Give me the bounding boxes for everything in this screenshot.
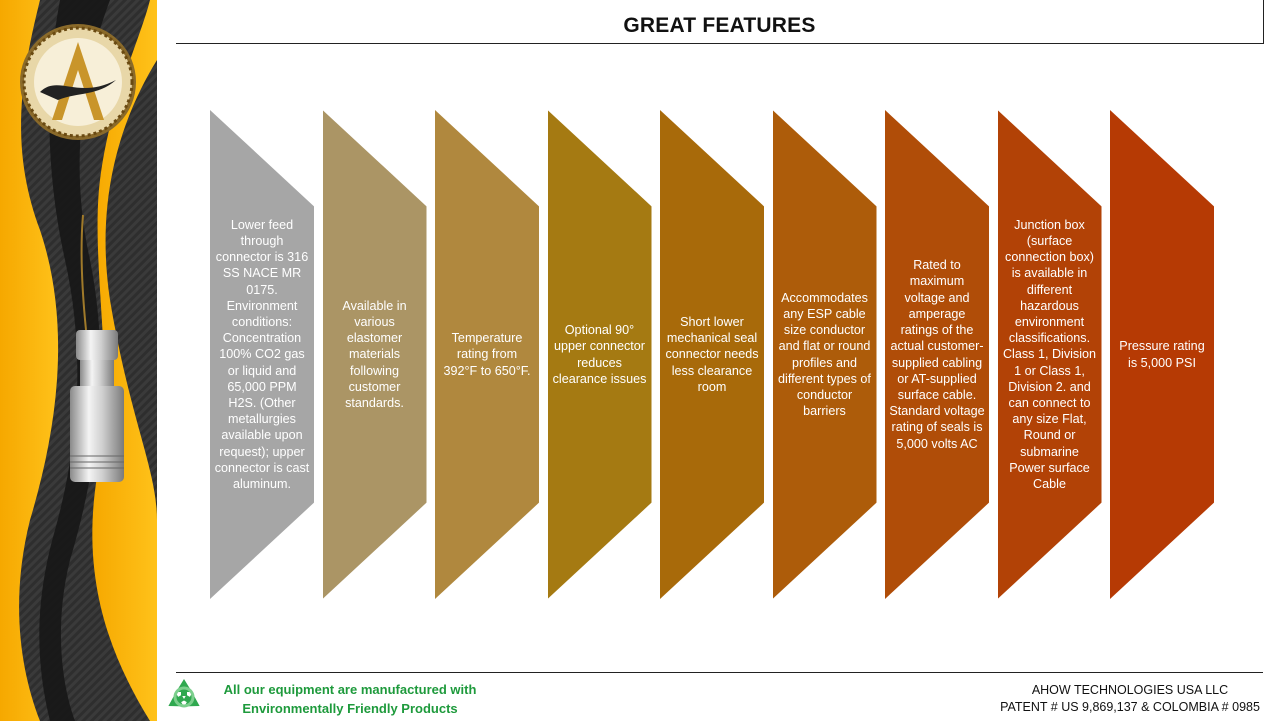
feature-chevron: Temperature rating from 392°F to 650°F.	[435, 110, 539, 599]
company-logo-emblem	[20, 24, 136, 140]
feature-chevron: Optional 90° upper connector reduces cle…	[547, 110, 652, 599]
company-name: AHOW TECHNOLOGIES USA LLC	[1031, 683, 1229, 697]
company-info: AHOW TECHNOLOGIES USA LLC PATENT # US 9,…	[930, 682, 1280, 716]
eco-line-2: Environmentally Friendly Products	[242, 701, 458, 716]
feature-text: Optional 90° upper connector reduces cle…	[552, 323, 647, 386]
feature-text: Junction box (surface connection box) is…	[1002, 217, 1097, 492]
feature-chevron: Pressure rating is 5,000 PSI	[1110, 110, 1214, 599]
feature-text: Rated to maximum voltage and amperage ra…	[889, 258, 985, 451]
footer-divider	[176, 672, 1263, 673]
feature-text: Temperature rating from 392°F to 650°F.	[443, 331, 531, 378]
feature-chevron: Accommodates any ESP cable size conducto…	[772, 110, 877, 599]
recycle-icon	[168, 679, 200, 708]
decorative-sidebar	[0, 0, 157, 721]
feature-text: Short lower mechanical seal connector ne…	[665, 314, 759, 394]
feature-text: Lower feed through connector is 316 SS N…	[214, 217, 310, 492]
feature-chevron: Junction box (surface connection box) is…	[997, 110, 1102, 599]
feature-chevron: Available in various elastomer materials…	[322, 110, 427, 599]
eco-statement: All our equipment are manufactured with …	[205, 680, 495, 718]
frame-edge	[1263, 0, 1264, 44]
patent-info: PATENT # US 9,869,137 & COLOMBIA # 0985	[1000, 700, 1260, 714]
feature-text: Available in various elastomer materials…	[342, 298, 407, 410]
page-title: GREAT FEATURES	[623, 14, 816, 37]
feature-text: Accommodates any ESP cable size conducto…	[778, 290, 871, 419]
feature-chevron: Short lower mechanical seal connector ne…	[660, 110, 764, 599]
feature-chevron: Rated to maximum voltage and amperage ra…	[885, 110, 989, 599]
feature-text: Pressure rating is 5,000 PSI	[1119, 339, 1205, 370]
title-divider	[176, 43, 1263, 44]
eco-line-1: All our equipment are manufactured with	[223, 682, 477, 697]
feature-chevron: Lower feed through connector is 316 SS N…	[210, 110, 314, 599]
